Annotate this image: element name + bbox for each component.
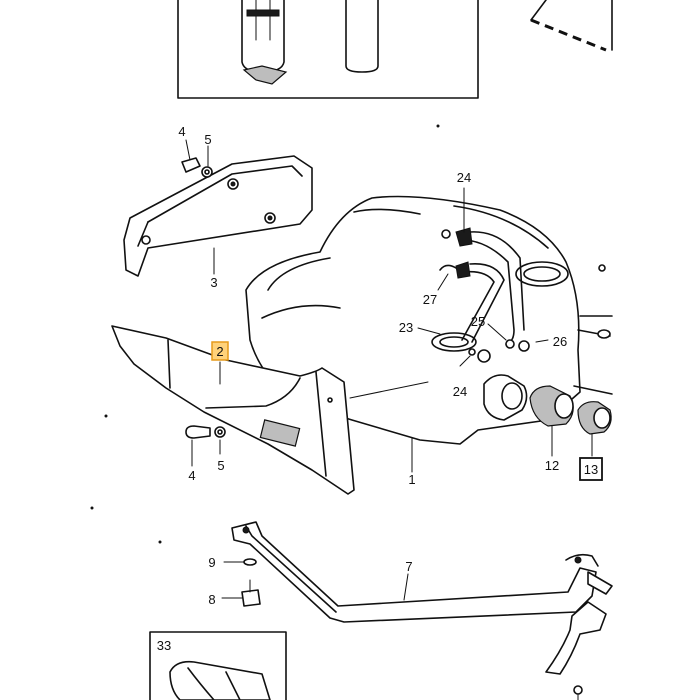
tank-strap-part-7 <box>231 521 613 675</box>
top-inset-box <box>177 0 479 99</box>
label-8: 8 <box>208 592 215 607</box>
bottom-inset-box <box>149 631 287 700</box>
label-24-top: 24 <box>457 170 471 185</box>
bolt-washer-lower <box>185 425 226 467</box>
right-edge-parts <box>573 264 613 395</box>
label-4-top: 4 <box>178 124 185 139</box>
label-5-lower: 5 <box>217 458 224 473</box>
grommets <box>483 374 612 457</box>
bolt-washer-strap <box>241 558 261 607</box>
label-33: 33 <box>157 638 171 653</box>
label-26: 26 <box>553 334 567 349</box>
bolt-washer-top <box>181 139 213 178</box>
label-7: 7 <box>405 559 412 574</box>
label-13-box <box>579 457 603 481</box>
label-12: 12 <box>545 458 559 473</box>
label-25: 25 <box>471 314 485 329</box>
bracket-part-3 <box>123 155 313 277</box>
label-23: 23 <box>399 320 413 335</box>
label-5-top: 5 <box>204 132 211 147</box>
label-2: 2 <box>216 344 223 359</box>
label-13: 13 <box>584 462 598 477</box>
callout-labels: 4 5 3 2 4 5 1 24 27 23 25 26 24 12 13 9 … <box>157 124 603 653</box>
label-27: 27 <box>423 292 437 307</box>
label-1: 1 <box>408 472 415 487</box>
gasket-dashed-outline <box>530 0 613 52</box>
label-2-highlight <box>211 341 229 361</box>
label-3: 3 <box>210 275 217 290</box>
label-9: 9 <box>208 555 215 570</box>
bottom-right-bolt <box>573 685 583 700</box>
label-24-lower: 24 <box>453 384 467 399</box>
label-4-lower: 4 <box>188 468 195 483</box>
leader-lines <box>213 187 549 601</box>
heat-shield-part-2 <box>111 325 355 495</box>
